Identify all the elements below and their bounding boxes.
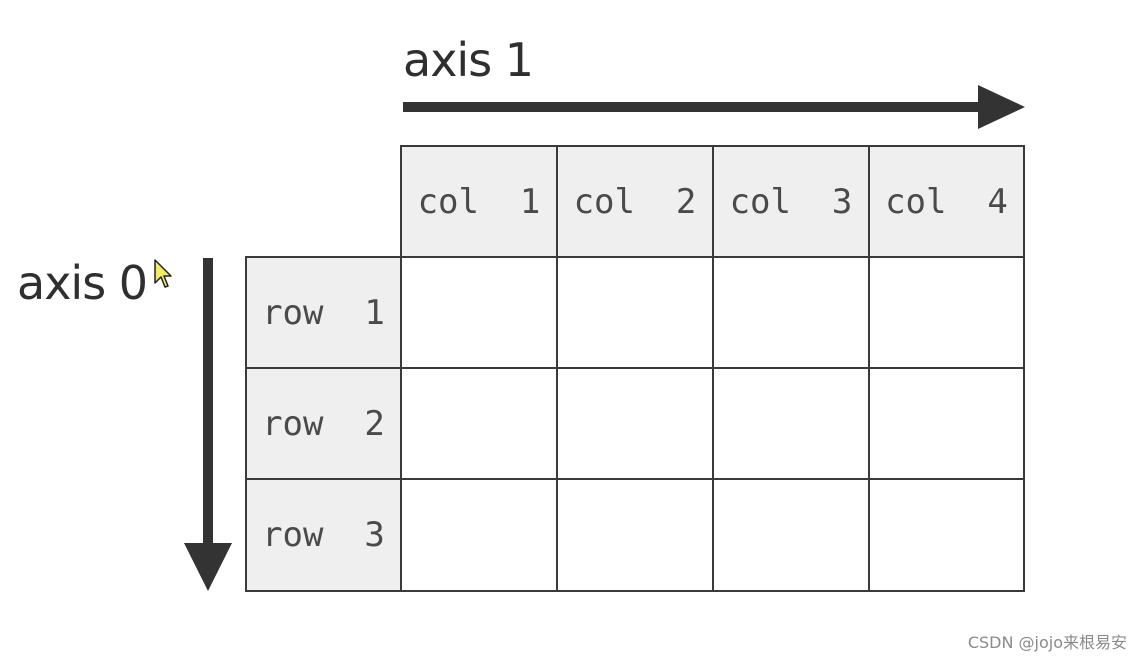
column-header-3: col 3 <box>712 145 870 258</box>
column-header-2: col 2 <box>556 145 714 258</box>
row-header-1: row 1 <box>245 256 402 369</box>
table-cell <box>556 478 714 592</box>
row-header-3: row 3 <box>245 478 402 592</box>
table-cell <box>868 367 1025 480</box>
axis-1-label: axis 1 <box>403 33 534 87</box>
column-header-4: col 4 <box>868 145 1025 258</box>
table-cell <box>400 256 558 369</box>
table-cell <box>712 367 870 480</box>
axis-0-arrow-icon <box>184 258 232 591</box>
table-cell <box>556 256 714 369</box>
table-cell <box>400 478 558 592</box>
watermark-text: CSDN @jojo来根易安 <box>967 633 1127 652</box>
mouse-pointer-icon <box>154 259 172 288</box>
column-header-1: col 1 <box>400 145 558 258</box>
table-cell <box>712 478 870 592</box>
table-cell <box>712 256 870 369</box>
table-cell <box>400 367 558 480</box>
row-header-2: row 2 <box>245 367 402 480</box>
axis-1-arrow-icon <box>403 85 1025 129</box>
table-cell <box>868 478 1025 592</box>
axis-0-label: axis 0 <box>17 256 148 310</box>
table-cell <box>556 367 714 480</box>
table-cell <box>868 256 1025 369</box>
